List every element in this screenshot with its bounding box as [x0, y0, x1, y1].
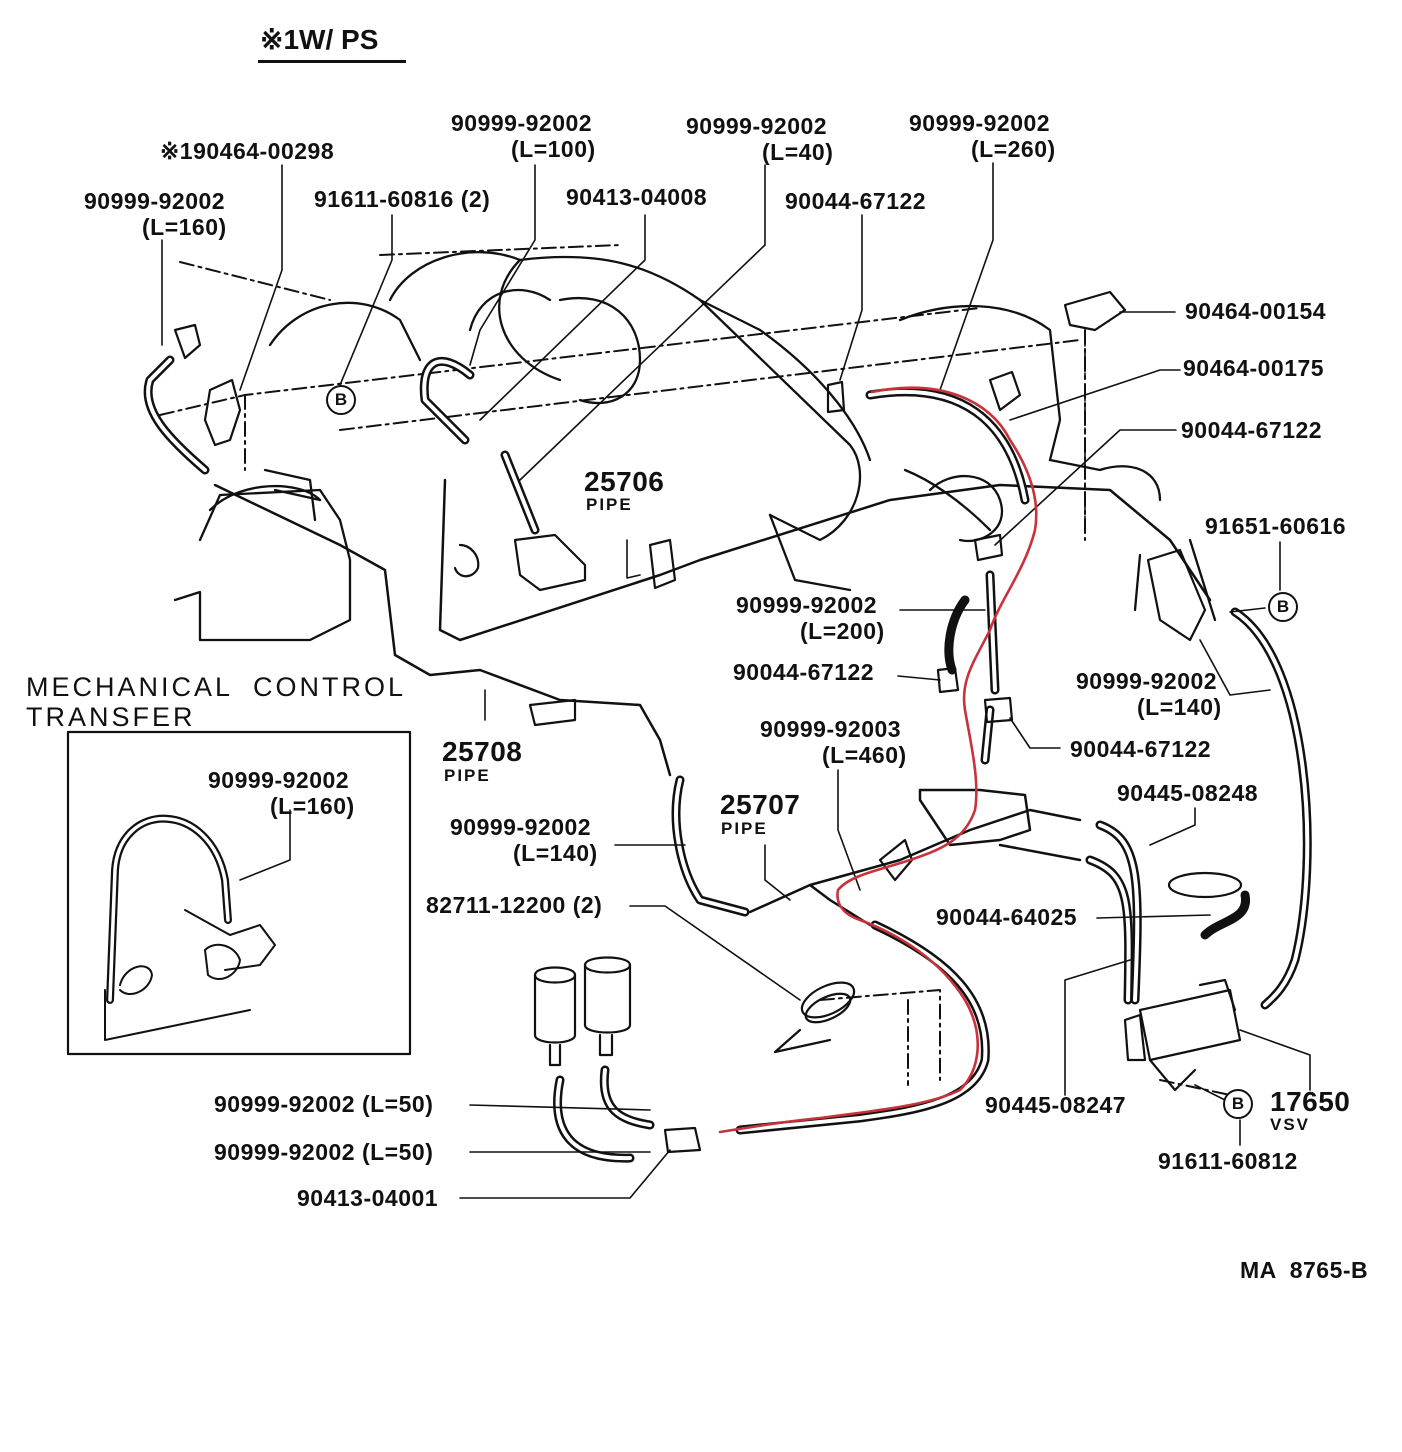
- clamps-fittings: [173, 290, 1207, 882]
- label-90464-00175: 90464-00175: [1183, 355, 1325, 381]
- label-90999-92002-l200: 90999-92002: [736, 592, 878, 618]
- label-90999-92003-l460: 90999-92003: [760, 716, 902, 742]
- label-90999-92002-l140-right: 90999-92002: [1076, 668, 1218, 694]
- label-length-460: (L=460): [822, 742, 907, 768]
- label-90999-92002-l140-left: 90999-92002: [450, 814, 592, 840]
- bolt-mark-b-left: B: [326, 385, 356, 415]
- label-90044-67122-mid: 90044-67122: [733, 659, 875, 685]
- label-90044-67122-low: 90044-67122: [1070, 736, 1212, 762]
- inset-label-part: 90999-92002: [208, 767, 350, 793]
- label-length-160: (L=160): [142, 214, 227, 240]
- drawing-number: MA 8765-B: [1240, 1257, 1369, 1283]
- label-90044-67122-right: 90044-67122: [1181, 417, 1323, 443]
- inset-title-line1: MECHANICAL CONTROL: [26, 672, 407, 702]
- label-82711-12200: 82711-12200 (2): [426, 892, 603, 918]
- label-pipe-25708: 25708: [442, 736, 523, 767]
- label-90999-92002-l100: 90999-92002: [451, 110, 593, 136]
- metal-pipes: [213, 478, 1212, 927]
- label-90445-08247: 90445-08247: [985, 1092, 1127, 1118]
- label-90999-92002-l160: 90999-92002: [84, 188, 226, 214]
- page-title: ※1W/ PS: [260, 24, 379, 55]
- inset-title-line2: TRANSFER: [26, 702, 196, 732]
- vsv-valve: [1123, 871, 1243, 1092]
- left-engine-block: [173, 468, 352, 642]
- bolt-mark-b-right: B: [1268, 592, 1298, 622]
- engine-outline: [159, 244, 1231, 1096]
- label-91651-60616: 91651-60616: [1205, 513, 1347, 539]
- label-90999-92002-l50-upper: 90999-92002 (L=50): [214, 1091, 434, 1117]
- inset-label-length: (L=160): [270, 793, 355, 819]
- label-90413-04001: 90413-04001: [297, 1185, 439, 1211]
- label-pipe-25707-word: PIPE: [721, 819, 768, 838]
- label-90999-92002-l50-lower: 90999-92002 (L=50): [214, 1139, 434, 1165]
- label-90999-92002-l260: 90999-92002: [909, 110, 1051, 136]
- label-91611-60812: 91611-60812: [1158, 1148, 1298, 1174]
- label-90464-00154: 90464-00154: [1185, 298, 1327, 324]
- label-91611-60816: 91611-60816 (2): [314, 186, 491, 212]
- label-length-140-right: (L=140): [1137, 694, 1222, 720]
- label-length-100: (L=100): [511, 136, 596, 162]
- engine-bodies: [268, 251, 1217, 622]
- inset-drawing: [66, 730, 412, 1056]
- label-vsv-word: VSV: [1270, 1115, 1311, 1134]
- hose-highlights: [146, 358, 1310, 1161]
- label-90999-92002-l40: 90999-92002: [686, 113, 828, 139]
- label-190464-00298: ※190464-00298: [160, 138, 335, 164]
- label-90413-04008: 90413-04008: [566, 184, 708, 210]
- vacuum-filters: [533, 956, 702, 1154]
- leader-lines: [161, 162, 1311, 1199]
- red-highlight-route: [718, 386, 1038, 1134]
- label-90044-67122-top: 90044-67122: [785, 188, 927, 214]
- label-vsv-number: 17650: [1270, 1086, 1351, 1117]
- bolt-mark-b-vsv: B: [1223, 1089, 1253, 1119]
- label-length-260: (L=260): [971, 136, 1056, 162]
- label-pipe-25707: 25707: [720, 789, 801, 820]
- label-length-40: (L=40): [762, 139, 834, 165]
- label-length-140-left: (L=140): [513, 840, 598, 866]
- label-length-200: (L=200): [800, 618, 885, 644]
- label-pipe-25708-word: PIPE: [444, 766, 491, 785]
- label-pipe-25706-word: PIPE: [586, 495, 633, 514]
- label-90044-64025: 90044-64025: [936, 904, 1078, 930]
- label-pipe-25706: 25706: [584, 466, 665, 497]
- hose-band: [773, 981, 856, 1054]
- title-underline: [258, 60, 406, 63]
- label-90445-08248: 90445-08248: [1117, 780, 1259, 806]
